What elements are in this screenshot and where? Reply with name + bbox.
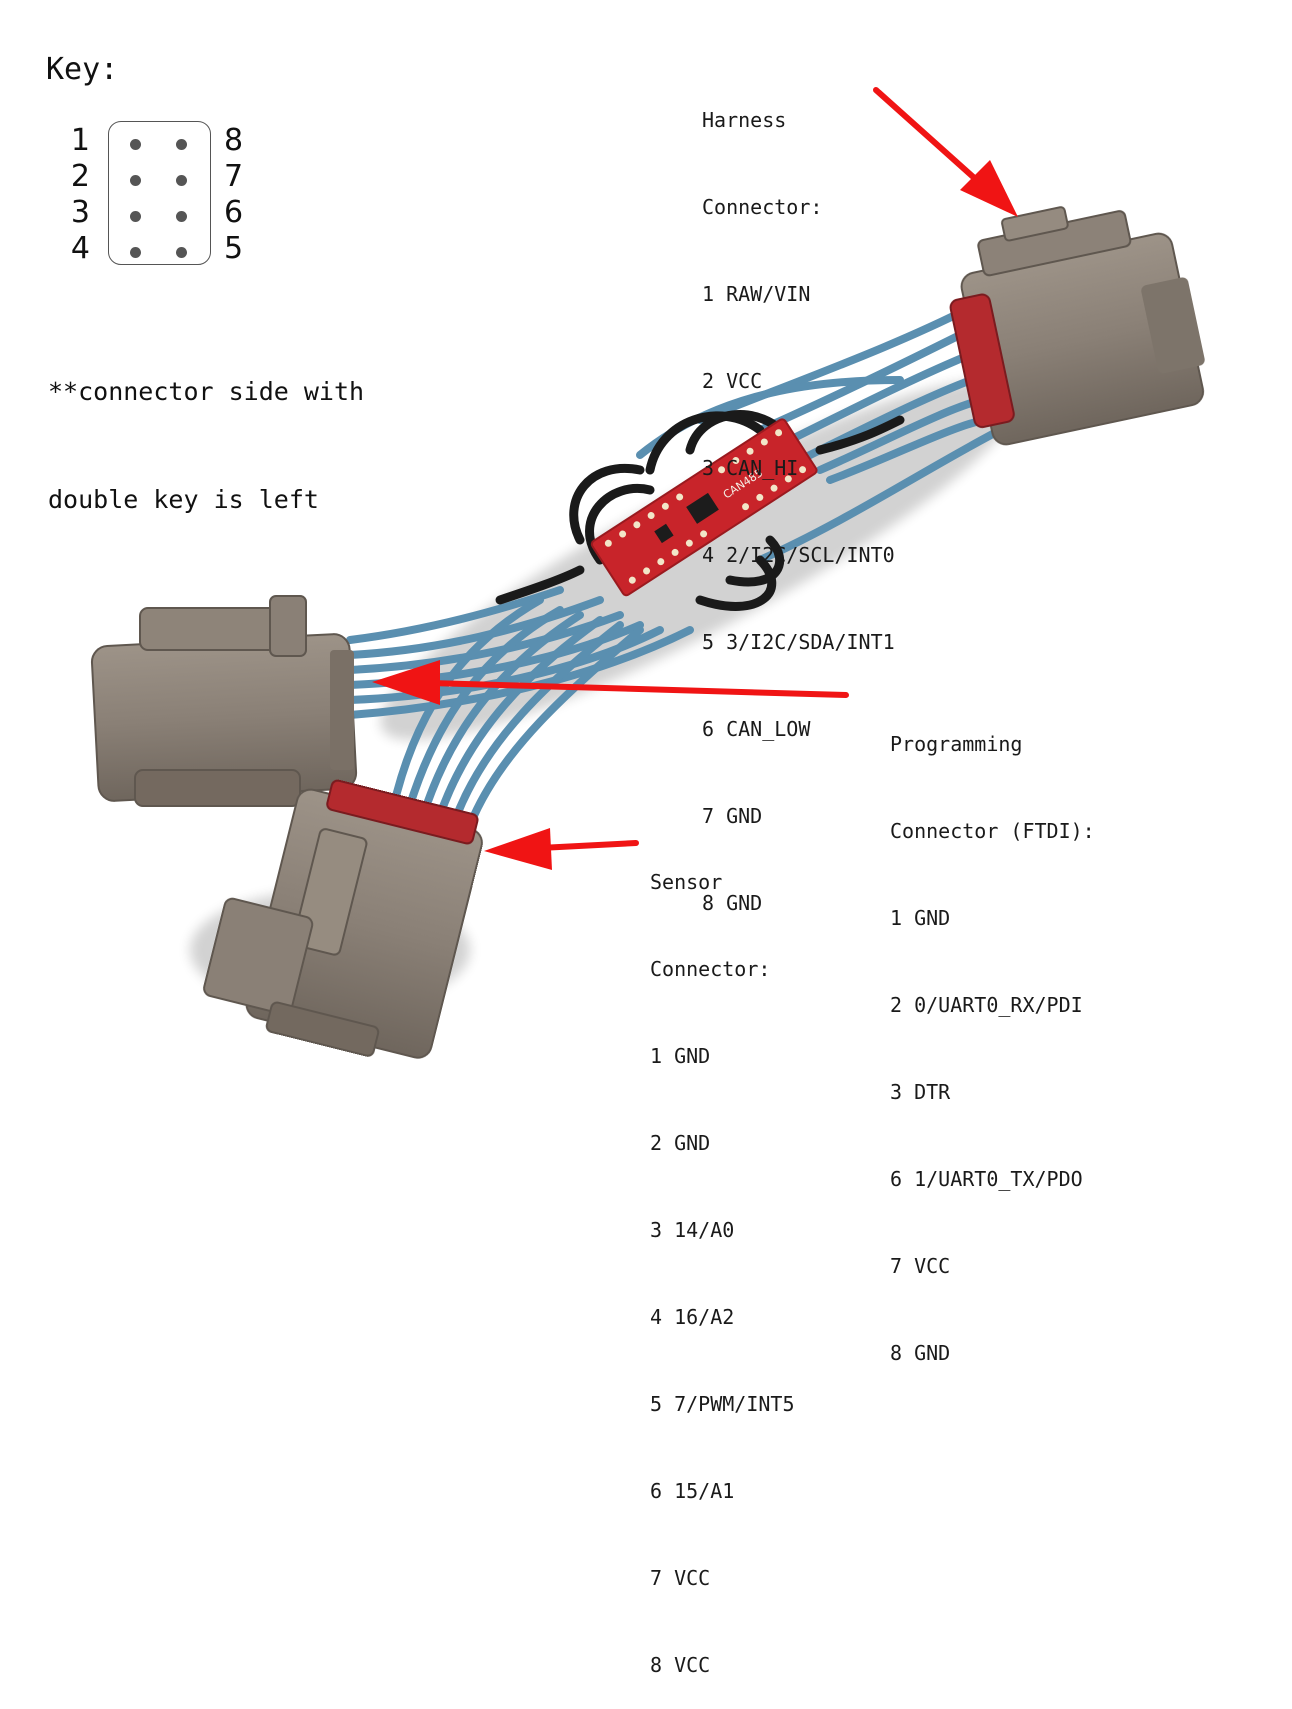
key-pin-dot — [130, 175, 141, 186]
label-title-line: Connector: — [702, 195, 823, 219]
key-pin-3: 3 — [70, 195, 90, 230]
pin-row: 5 3/I2C/SDA/INT1 — [702, 630, 895, 654]
sensor-connector — [203, 779, 483, 1059]
key-pin-dot — [130, 247, 141, 258]
arrow-programming — [372, 660, 849, 705]
pin-row: 2 GND — [650, 1131, 711, 1155]
pin-row: 1 RAW/VIN — [702, 282, 811, 306]
pin-row: 1 GND — [650, 1044, 711, 1068]
key-pin-5: 5 — [224, 231, 244, 266]
key-note: **connector side with double key is left — [48, 302, 364, 554]
pin-row: 7 VCC — [890, 1254, 951, 1278]
pin-row: 6 CAN_LOW — [702, 717, 811, 741]
key-pin-dot — [176, 175, 187, 186]
pin-row: 3 DTR — [890, 1080, 951, 1104]
label-title-line: Programming — [890, 732, 1023, 756]
key-pin-2: 2 — [70, 159, 90, 194]
key-pin-4: 4 — [70, 231, 90, 266]
pin-row: 6 1/UART0_TX/PDO — [890, 1167, 1083, 1191]
pin-row: 4 16/A2 — [650, 1305, 735, 1329]
pin-row: 2 0/UART0_RX/PDI — [890, 993, 1083, 1017]
label-title-line: Sensor — [650, 870, 723, 894]
label-title-line: Harness — [702, 108, 787, 132]
label-title-line: Connector (FTDI): — [890, 819, 1095, 843]
programming-connector-label: Programming Connector (FTDI): 1 GND 2 0/… — [890, 672, 1095, 1397]
pin-row: 3 14/A0 — [650, 1218, 735, 1242]
key-pin-6: 6 — [224, 195, 244, 230]
key-pin-8: 8 — [224, 123, 244, 158]
key-pin-dot — [176, 139, 187, 150]
key-pin-dot — [130, 211, 141, 222]
label-title-line: Connector: — [650, 957, 771, 981]
can485-board: CAN485 — [590, 418, 818, 597]
key-pin-dot — [176, 247, 187, 258]
pin-row: 7 VCC — [650, 1566, 711, 1590]
key-note-line: **connector side with — [48, 377, 365, 406]
pin-row: 5 7/PWM/INT5 — [650, 1392, 795, 1416]
key-connector-outline — [108, 121, 211, 265]
harness-connector-label: Harness Connector: 1 RAW/VIN 2 VCC 3 CAN… — [702, 48, 895, 947]
harness-photo: CAN485 — [90, 87, 1205, 1059]
sensor-connector-label: Sensor Connector: 1 GND 2 GND 3 14/A0 4 … — [650, 810, 795, 1709]
pin-row: 3 CAN_HI — [702, 456, 799, 480]
key-note-line: double key is left — [48, 485, 319, 514]
pin-row: 7 GND — [702, 804, 763, 828]
pin-row: 8 VCC — [650, 1653, 711, 1677]
pin-row: 4 2/I2C/SCL/INT0 — [702, 543, 895, 567]
pin-row: 6 15/A1 — [650, 1479, 735, 1503]
key-title: Key: — [46, 52, 119, 87]
key-pin-1: 1 — [70, 123, 90, 158]
pin-row: 8 GND — [702, 891, 763, 915]
arrow-harness — [873, 87, 1018, 217]
pin-row: 8 GND — [890, 1341, 951, 1365]
key-pin-dot — [176, 211, 187, 222]
harness-connector — [949, 206, 1205, 446]
key-pin-dot — [130, 139, 141, 150]
pin-row: 1 GND — [890, 906, 951, 930]
key-pin-7: 7 — [224, 159, 244, 194]
programming-connector — [90, 595, 358, 807]
arrow-sensor — [484, 828, 639, 870]
pin-row: 2 VCC — [702, 369, 763, 393]
